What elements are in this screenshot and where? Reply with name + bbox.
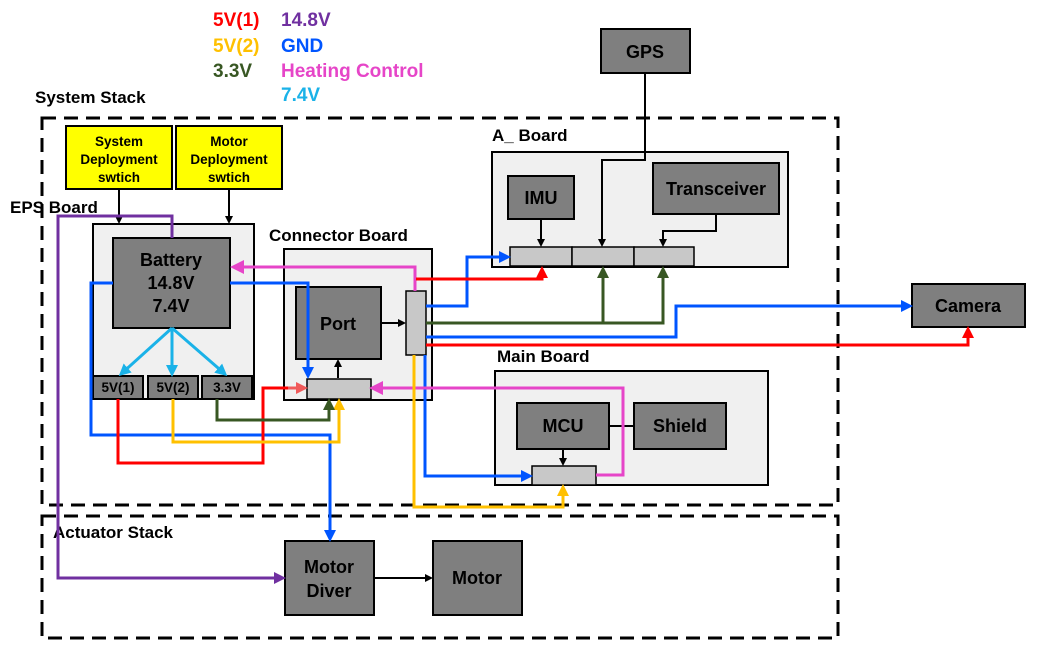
transceiver-node: Transceiver [652,162,780,215]
regulator-5v1: 5V(1) [92,375,144,400]
svg-text:Motor: Motor [452,568,502,588]
wire-gnd-a-board [426,251,511,308]
a-board-label: A_ Board [492,126,568,145]
svg-text:14.8V: 14.8V [147,273,194,293]
eps-board-label: EPS Board [10,198,98,217]
wire-gnd-camera [426,300,913,339]
wire-gnd-motor-driver [89,281,336,542]
main-board-header [531,465,597,486]
camera-node: Camera [911,283,1026,328]
wire-5v1-camera [426,326,974,347]
wire-3v3-connector [215,398,335,422]
mcu-node: MCU [516,402,610,450]
legend-14v8: 14.8V [281,10,331,31]
connector-vertical-header [405,290,427,356]
svg-text:Diver: Diver [306,581,351,601]
actuator-stack-label: Actuator Stack [53,523,174,542]
motor-node: Motor [432,540,523,616]
actuator-stack-boundary [40,514,840,640]
svg-text:GPS: GPS [626,42,664,62]
a-board-header-1 [509,246,573,267]
port-node: Port [295,286,382,360]
svg-text:IMU: IMU [525,188,558,208]
shield-node: Shield [633,402,727,450]
wire-gnd-connector [230,281,314,379]
connector-horizontal-header [306,378,372,400]
legend: 5V(1) 5V(2) 3.3V 14.8V GND Heating Contr… [213,10,424,106]
wire-heating-battery [230,260,417,291]
wire-14v8 [56,214,286,584]
wire-gnd-main-board [423,355,533,482]
svg-text:MCU: MCU [543,416,584,436]
motor-driver-node: Motor Diver [284,540,375,616]
wire-7v4-c [171,326,228,376]
wire-7v4-a [118,326,174,377]
main-board-label: Main Board [497,347,590,366]
svg-text:Battery: Battery [140,250,202,270]
system-stack-label: System Stack [35,88,146,107]
a-board-header-3 [633,246,695,267]
a-board-header-2 [571,246,635,267]
svg-text:3.3V: 3.3V [213,380,241,395]
svg-text:Camera: Camera [935,296,1002,316]
wire-5v1-a-board [416,266,548,281]
svg-text:Port: Port [320,314,356,334]
svg-text:Transceiver: Transceiver [666,179,766,199]
legend-5v1: 5V(1) [213,10,259,31]
wire-heating-connector [369,381,625,477]
system-stack-boundary [40,116,840,507]
motor-deployment-switch: Motor Deployment swtich [175,125,283,190]
wire-5v2-main-board [412,355,569,509]
svg-text:Shield: Shield [653,416,707,436]
wire-3v3-a-board-3 [426,266,669,325]
regulator-3v3: 3.3V [201,375,253,400]
svg-text:System: System [95,134,143,149]
legend-3v3: 3.3V [213,61,252,82]
regulator-5v2: 5V(2) [147,375,199,400]
svg-text:Deployment: Deployment [80,152,158,167]
legend-5v2: 5V(2) [213,36,259,57]
system-deployment-switch: System Deployment swtich [65,125,173,190]
svg-text:5V(1): 5V(1) [101,380,134,395]
wire-transceiver [659,214,717,247]
gps-node: GPS [600,28,691,74]
svg-text:swtich: swtich [98,170,140,185]
wire-gps [598,73,646,247]
wire-5v2-connector [171,398,345,444]
svg-text:7.4V: 7.4V [152,296,189,316]
svg-text:Deployment: Deployment [190,152,268,167]
battery-node: Battery 14.8V 7.4V [112,237,231,329]
connector-board-label: Connector Board [269,226,408,245]
legend-gnd: GND [281,36,323,57]
svg-text:5V(2): 5V(2) [156,380,189,395]
legend-7v4: 7.4V [281,85,320,106]
wire-5v1-connector [116,386,290,465]
svg-text:Motor: Motor [304,557,354,577]
svg-text:Motor: Motor [210,134,248,149]
legend-heating-control: Heating Control [281,61,424,82]
svg-text:swtich: swtich [208,170,250,185]
imu-node: IMU [507,175,575,220]
